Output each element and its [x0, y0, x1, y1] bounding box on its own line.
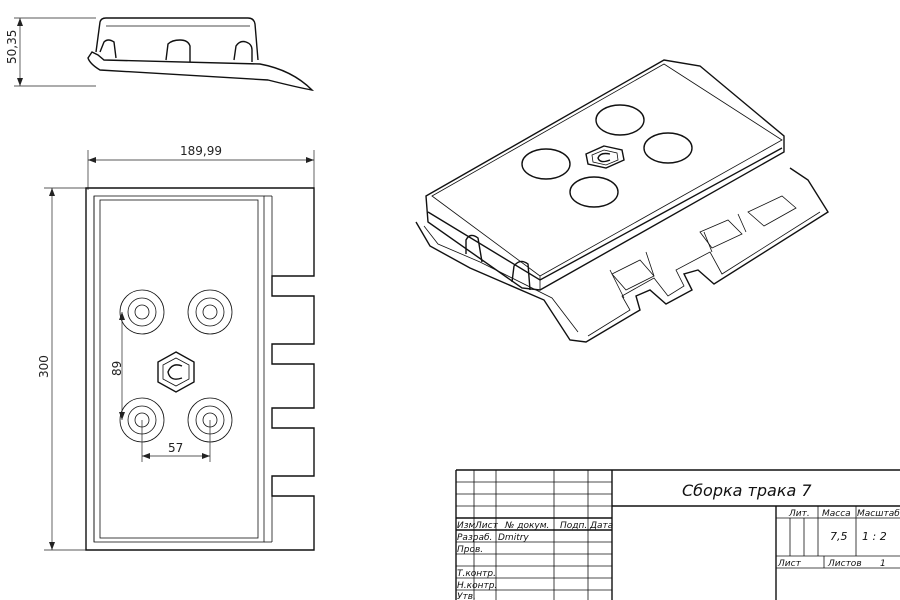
bolt-top-left — [119, 289, 165, 335]
col-doc-no: № докум. — [504, 521, 549, 531]
mass-label: Масса — [822, 509, 851, 519]
sheets-label: Листов — [827, 559, 862, 569]
row-razrab-name: Dmitry — [498, 533, 529, 543]
isometric-view — [415, 59, 829, 343]
iso-logo-hex-icon — [585, 145, 625, 169]
col-izm: Изм — [457, 521, 476, 531]
dim-height-side: 50,35 — [5, 30, 19, 64]
drawing-title: Сборка трака 7 — [682, 481, 812, 500]
row-utv-label: Утв. — [457, 592, 476, 600]
mass-value: 7,5 — [830, 530, 848, 543]
lit-label: Лит. — [788, 509, 810, 519]
sheet-label: Лист — [777, 559, 802, 569]
dim-width-top: 189,99 — [180, 144, 222, 158]
row-razrab-label: Разраб. — [457, 533, 492, 543]
dim-bolt-vertical: 89 — [110, 361, 124, 376]
dim-length-side: 300 — [37, 355, 51, 378]
row-nkontr-label: Н.контр. — [457, 581, 497, 591]
bolt-top-right — [187, 289, 233, 335]
col-sign: Подп. — [560, 521, 587, 531]
scale-label: Масштаб — [857, 509, 900, 519]
side-view: 50,35 — [5, 17, 315, 92]
sheets-value: 1 — [880, 559, 886, 569]
col-date: Дата — [589, 521, 613, 531]
top-view: 189,99 300 — [37, 144, 315, 551]
dim-bolt-horizontal: 57 — [168, 441, 183, 455]
logo-hex-icon — [157, 351, 195, 393]
col-list: Лист — [474, 521, 499, 531]
scale-value: 1 : 2 — [862, 530, 887, 543]
row-prov-label: Пров. — [457, 545, 483, 555]
row-tkontr-label: Т.контр. — [457, 569, 496, 579]
title-block: Сборка трака 7 Изм Лист № докум. Подп. Д… — [455, 469, 900, 600]
